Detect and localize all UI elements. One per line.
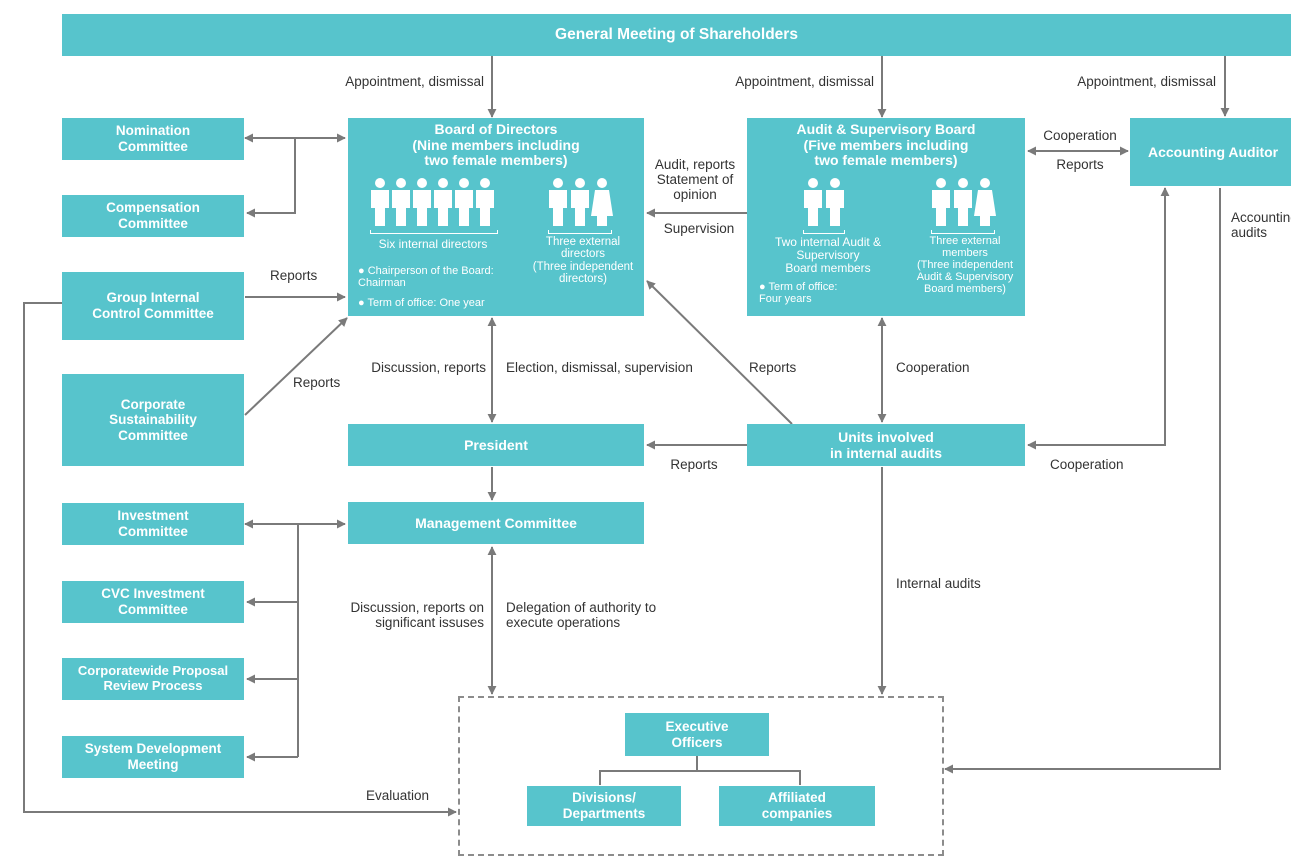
label-discussion-significant: Discussion, reports on significant issus… (350, 600, 484, 631)
label-evaluation: Evaluation (366, 788, 430, 803)
corporate-sustainability-committee-box: Corporate Sustainability Committee (62, 374, 244, 466)
compensation-committee-box: Compensation Committee (62, 195, 244, 237)
nomination-committee-box: Nomination Committee (62, 118, 244, 160)
arrow-accounting-audits (944, 188, 1221, 774)
arrow-units-board (646, 280, 793, 425)
shareholders-label: General Meeting of Shareholders (555, 26, 798, 44)
audit-supervisory-board-panel: Audit & Supervisory Board (Five members … (747, 118, 1025, 316)
audit-board-title: Audit & Supervisory Board (Five members … (796, 121, 976, 169)
external-audit-bracket (931, 230, 995, 234)
label-cooperation-top: Cooperation (1043, 128, 1117, 143)
label-reports-sustainability: Reports (293, 375, 341, 390)
board-of-directors-panel: Board of Directors (Nine members includi… (348, 118, 644, 316)
divisions-departments-box: Divisions/ Departments (527, 786, 681, 826)
board-title: Board of Directors (Nine members includi… (412, 121, 580, 169)
external-audit-members-figures (932, 178, 996, 226)
label-appointment-audit-board: Appointment, dismissal (735, 74, 874, 89)
label-reports-president: Reports (670, 457, 718, 472)
label-delegation: Delegation of authority to execute opera… (506, 600, 657, 631)
external-audit-members-label: Three external members (Three independen… (916, 235, 1014, 295)
label-reports-gic: Reports (270, 268, 318, 283)
president-box: President (348, 424, 644, 466)
accounting-auditor-label: Accounting Auditor (1148, 143, 1279, 160)
internal-audit-bracket (803, 230, 845, 234)
internal-directors-bracket (370, 230, 498, 234)
label-appointment-auditor: Appointment, dismissal (1077, 74, 1216, 89)
internal-audit-members-figures (804, 178, 844, 226)
proposal-review-process-box: Corporatewide Proposal Review Process (62, 658, 244, 700)
arrow-auditor-units (1027, 187, 1170, 450)
label-cooperation-bottom: Cooperation (1050, 457, 1124, 472)
internal-audit-units-box: Units involved in internal audits (747, 424, 1025, 466)
label-audit-reports-opinion: Audit, reports Statement of opinion (654, 157, 736, 203)
investment-committee-box: Investment Committee (62, 503, 244, 545)
external-directors-bracket (548, 230, 612, 234)
internal-directors-label: Six internal directors (378, 237, 488, 251)
board-note-chair: ● Chairperson of the Board: Chairman (358, 265, 494, 289)
label-internal-audits: Internal audits (896, 576, 981, 591)
system-development-meeting-box: System Development Meeting (62, 736, 244, 778)
group-internal-control-committee-box: Group Internal Control Committee (62, 272, 244, 340)
label-accounting-audits: Accounting audits (1231, 210, 1291, 241)
label-reports-units: Reports (749, 360, 797, 375)
management-committee-box: Management Committee (348, 502, 644, 544)
external-directors-figures (549, 178, 613, 226)
affiliated-companies-box: Affiliated companies (719, 786, 875, 826)
audit-board-note-term: ● Term of office: Four years (759, 281, 838, 305)
label-appointment-board: Appointment, dismissal (345, 74, 484, 89)
accounting-auditor-box: Accounting Auditor (1130, 118, 1291, 186)
label-discussion-reports: Discussion, reports (371, 360, 486, 375)
internal-audit-members-label: Two internal Audit & Supervisory Board m… (774, 235, 882, 275)
label-reports-top: Reports (1056, 157, 1104, 172)
external-directors-label: Three external directors (Three independ… (532, 236, 634, 286)
cvc-investment-committee-box: CVC Investment Committee (62, 581, 244, 623)
label-supervision: Supervision (663, 221, 735, 236)
board-note-term: ● Term of office: One year (358, 297, 485, 309)
internal-directors-figures (371, 178, 494, 226)
label-election-dismissal: Election, dismissal, supervision (506, 360, 693, 375)
arrow-sustainability-board (244, 317, 348, 416)
arrow-evaluation (23, 302, 457, 817)
label-cooperation-mid: Cooperation (896, 360, 970, 375)
executive-officers-box: Executive Officers (625, 713, 769, 756)
shareholders-box: General Meeting of Shareholders (62, 14, 1291, 56)
